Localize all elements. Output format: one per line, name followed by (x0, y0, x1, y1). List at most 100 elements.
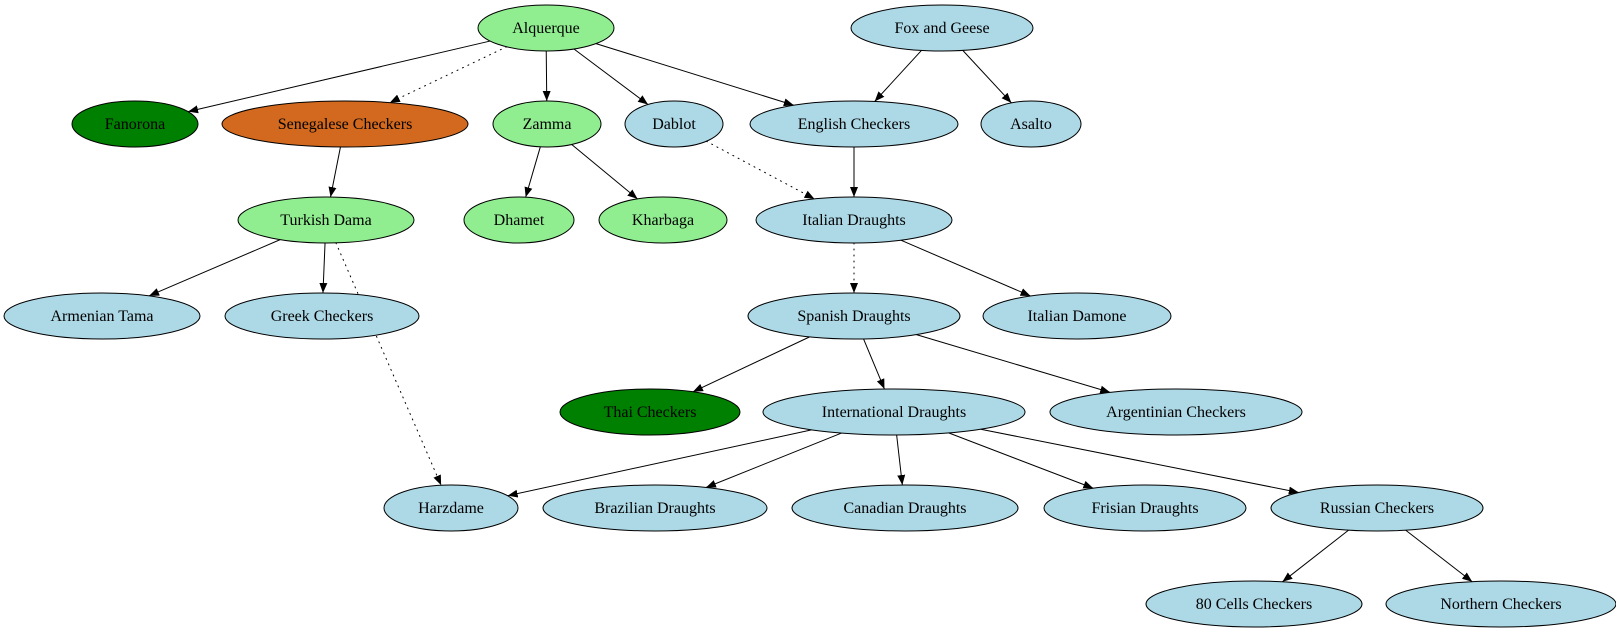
node-label: Harzdame (418, 500, 484, 517)
node-label: English Checkers (798, 116, 910, 133)
node-label: Spanish Draughts (797, 308, 910, 325)
node-label: Russian Checkers (1320, 500, 1434, 517)
edge-spanish_draughts-to-argentinian_checkers (916, 334, 1111, 394)
node-label: Thai Checkers (604, 404, 697, 421)
node-ellipse (1270, 484, 1484, 532)
node-label: Asalto (1010, 116, 1052, 133)
node-ellipse (762, 388, 1026, 436)
node-northern-checkers: Northern Checkers (1385, 580, 1616, 628)
node-ellipse (224, 292, 420, 340)
edge-alquerque-to-zamma (542, 50, 551, 102)
node-senegalese-checkers: Senegalese Checkers (221, 100, 469, 148)
node-label: Italian Damone (1027, 308, 1126, 325)
node-label: Turkish Dama (280, 212, 371, 229)
node-ellipse (492, 100, 602, 148)
edge-international_draughts-to-harzdame (507, 429, 812, 498)
node-label: Greek Checkers (271, 308, 374, 325)
node-italian-draughts: Italian Draughts (755, 196, 953, 244)
node-ellipse (747, 292, 961, 340)
node-ellipse (598, 196, 728, 244)
node-kharbaga: Kharbaga (598, 196, 728, 244)
node-asalto: Asalto (980, 100, 1082, 148)
edge-turkish_dama-to-harzdame (335, 242, 442, 486)
node-zamma: Zamma (492, 100, 602, 148)
edge-international_draughts-to-brazilian_draughts (705, 432, 842, 488)
edge-fox_and_geese-to-english_checkers (874, 50, 922, 102)
node-80-cells-checkers: 80 Cells Checkers (1145, 580, 1363, 628)
node-harzdame: Harzdame (383, 484, 519, 532)
node-ellipse (477, 4, 615, 52)
node-ellipse (1385, 580, 1616, 628)
node-label: Argentinian Checkers (1106, 404, 1246, 421)
node-dhamet: Dhamet (463, 196, 575, 244)
node-label: Canadian Draughts (843, 500, 966, 517)
node-english-checkers: English Checkers (749, 100, 959, 148)
node-ellipse (383, 484, 519, 532)
node-label: 80 Cells Checkers (1196, 596, 1312, 613)
node-label: Armenian Tama (51, 308, 154, 325)
edge-russian_checkers-to-80_cells_checkers (1282, 529, 1349, 583)
edge-international_draughts-to-frisian_draughts (948, 432, 1094, 489)
node-fanorona: Fanorona (71, 100, 199, 148)
edge-alquerque-to-senegalese_checkers (389, 46, 508, 104)
node-ellipse (1145, 580, 1363, 628)
node-label: Frisian Draughts (1091, 500, 1198, 517)
edge-alquerque-to-fanorona (187, 40, 491, 114)
node-label: Northern Checkers (1440, 596, 1561, 613)
node-international-draughts: International Draughts (762, 388, 1026, 436)
node-ellipse (755, 196, 953, 244)
edge-italian_draughts-to-italian_damone (900, 239, 1031, 297)
node-label: Brazilian Draughts (594, 500, 715, 517)
node-russian-checkers: Russian Checkers (1270, 484, 1484, 532)
node-label: Italian Draughts (802, 212, 906, 229)
node-label: International Draughts (822, 404, 966, 421)
node-label: Fox and Geese (894, 20, 989, 37)
node-ellipse (850, 4, 1034, 52)
node-ellipse (559, 388, 741, 436)
node-ellipse (542, 484, 768, 532)
node-frisian-draughts: Frisian Draughts (1043, 484, 1247, 532)
node-greek-checkers: Greek Checkers (224, 292, 420, 340)
node-argentinian-checkers: Argentinian Checkers (1049, 388, 1303, 436)
node-label: Fanorona (105, 116, 165, 133)
edge-zamma-to-kharbaga (571, 144, 638, 200)
node-ellipse (71, 100, 199, 148)
node-label: Senegalese Checkers (278, 116, 413, 133)
node-ellipse (749, 100, 959, 148)
node-armenian-tama: Armenian Tama (3, 292, 201, 340)
edge-alquerque-to-english_checkers (595, 43, 794, 107)
node-ellipse (463, 196, 575, 244)
node-label: Dablot (652, 116, 696, 133)
node-ellipse (3, 292, 201, 340)
edge-fox_and_geese-to-asalto (962, 50, 1012, 104)
edge-spanish_draughts-to-thai_checkers (692, 336, 810, 393)
node-ellipse (982, 292, 1172, 340)
edge-senegalese_checkers-to-turkish_dama (328, 146, 341, 198)
node-ellipse (980, 100, 1082, 148)
node-ellipse (1049, 388, 1303, 436)
node-ellipse (221, 100, 469, 148)
node-ellipse (791, 484, 1019, 532)
node-ellipse (624, 100, 724, 148)
node-ellipse (237, 196, 415, 244)
node-brazilian-draughts: Brazilian Draughts (542, 484, 768, 532)
node-canadian-draughts: Canadian Draughts (791, 484, 1019, 532)
edge-alquerque-to-dablot (573, 48, 649, 105)
node-dablot: Dablot (624, 100, 724, 148)
edge-turkish_dama-to-greek_checkers (319, 242, 328, 294)
edge-international_draughts-to-russian_checkers (980, 428, 1299, 495)
node-fox-and-geese: Fox and Geese (850, 4, 1034, 52)
node-spanish-draughts: Spanish Draughts (747, 292, 961, 340)
node-italian-damone: Italian Damone (982, 292, 1172, 340)
edge-turkish_dama-to-armenian_tama (148, 239, 281, 297)
node-thai-checkers: Thai Checkers (559, 388, 741, 436)
node-label: Dhamet (494, 212, 545, 229)
edge-zamma-to-dhamet (524, 146, 541, 198)
node-label: Zamma (523, 116, 572, 133)
node-label: Alquerque (512, 20, 580, 37)
node-alquerque: Alquerque (477, 4, 615, 52)
edges-layer (148, 40, 1473, 583)
node-ellipse (1043, 484, 1247, 532)
